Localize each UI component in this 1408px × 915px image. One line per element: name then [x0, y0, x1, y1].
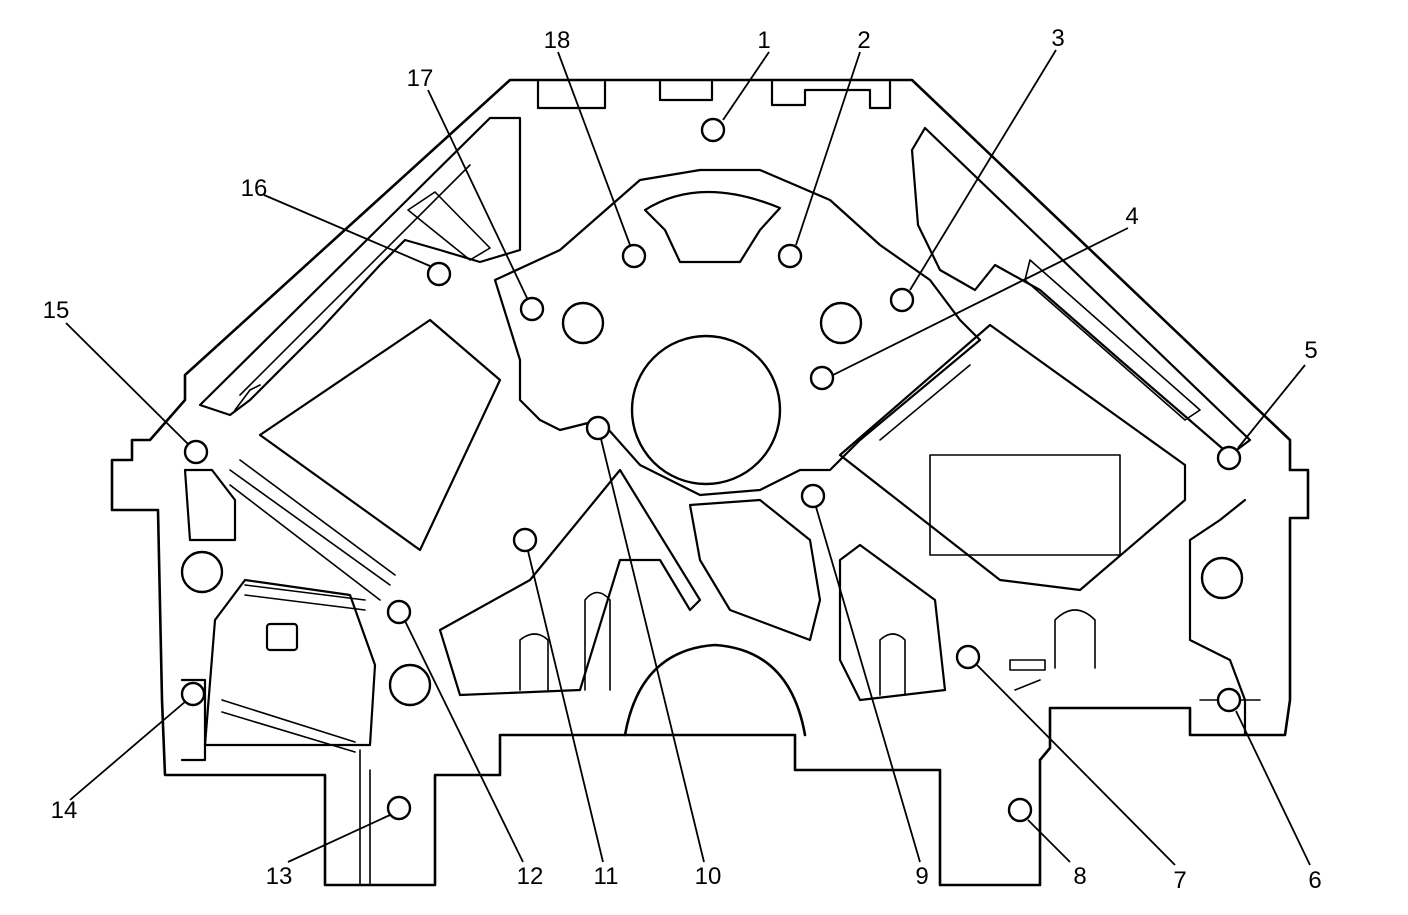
lower-hole-left [388, 663, 432, 707]
left-flange [180, 468, 237, 762]
bolt-hole-15 [183, 439, 209, 465]
callout-label-9: 9 [915, 863, 928, 890]
bolt-hole-2 [777, 243, 803, 269]
front-cover-face [493, 168, 982, 497]
dowel-hole-left [561, 301, 605, 345]
callout-label-7: 7 [1173, 867, 1186, 894]
leader-13 [287, 814, 391, 863]
callout-label-10: 10 [695, 863, 722, 890]
right-lower-slot [1009, 609, 1096, 671]
leader-4 [832, 227, 1129, 376]
callout-label-17: 17 [407, 65, 434, 92]
pan-rail [359, 679, 1261, 886]
side-hole-left [180, 550, 224, 594]
block-outer-outline [110, 78, 1310, 887]
left-pocket-ribs [221, 584, 366, 753]
camshaft-bore [630, 334, 782, 486]
leader-10 [600, 438, 705, 863]
bolt-hole-13 [386, 795, 412, 821]
callout-label-4: 4 [1125, 203, 1138, 230]
leader-18 [557, 51, 631, 246]
callout-label-3: 3 [1051, 25, 1064, 52]
left-lower-pocket [203, 578, 377, 747]
callout-label-15: 15 [43, 297, 70, 324]
bolt-hole-7 [955, 644, 981, 670]
side-hole-right [1200, 556, 1244, 600]
leader-12 [404, 620, 524, 863]
leader-16 [263, 194, 431, 267]
callout-label-14: 14 [51, 797, 78, 824]
leader-9 [815, 506, 921, 863]
callout-label-2: 2 [857, 27, 870, 54]
callout-label-12: 12 [517, 863, 544, 890]
bolt-hole-12 [386, 599, 412, 625]
callout-label-8: 8 [1073, 863, 1086, 890]
callout-label-18: 18 [544, 27, 571, 54]
callout-label-5: 5 [1304, 337, 1317, 364]
slot-center-left [519, 633, 549, 691]
right-bank-rib [1024, 259, 1201, 421]
callout-label-16: 16 [241, 175, 268, 202]
leader-8 [1027, 819, 1071, 863]
leader-15 [65, 322, 189, 445]
bolt-hole-4 [809, 365, 835, 391]
right-bank-channel [910, 126, 1252, 457]
top-deck-detail [536, 80, 892, 110]
right-window-inner [879, 364, 1121, 556]
right-lower-pocket [838, 543, 947, 702]
center-left-pocket [438, 468, 702, 697]
bolt-hole-8 [1007, 797, 1033, 823]
left-window [258, 318, 502, 552]
leader-14 [69, 700, 187, 801]
bolt-hole-6 [1216, 687, 1242, 713]
left-bank-channel [198, 116, 522, 417]
bolt-hole-10 [585, 415, 611, 441]
bolt-hole-3 [889, 287, 915, 313]
callout-label-1: 1 [757, 27, 770, 54]
bolt-hole-16 [426, 261, 452, 287]
bolt-hole-11 [512, 527, 538, 553]
callout-label-11: 11 [594, 863, 619, 890]
bolt-hole-1 [700, 117, 726, 143]
leader-2 [795, 51, 861, 246]
slot-left [584, 591, 611, 691]
bolt-hole-14 [180, 681, 206, 707]
callout-label-6: 6 [1308, 867, 1321, 894]
leader-7 [976, 664, 1176, 866]
leader-5 [1237, 364, 1306, 449]
bolt-hole-5 [1216, 445, 1242, 471]
upper-arch-cutout [643, 190, 782, 264]
leader-11 [527, 550, 604, 863]
leader-1 [722, 51, 770, 121]
left-pocket-square [265, 622, 299, 652]
crankshaft-bore [623, 643, 807, 737]
leader-3 [909, 49, 1057, 291]
callout-label-13: 13 [266, 863, 293, 890]
bolt-hole-17 [519, 296, 545, 322]
bolt-hole-18 [621, 243, 647, 269]
leader-17 [427, 89, 528, 299]
bolt-hole-9 [800, 483, 826, 509]
leader-6 [1235, 710, 1311, 866]
slot-right [879, 633, 906, 696]
dowel-hole-right [819, 301, 863, 345]
left-diagonal-ribs [229, 459, 396, 601]
left-bank-rib [234, 164, 491, 411]
center-right-pocket [688, 498, 822, 642]
right-window [838, 323, 1187, 592]
